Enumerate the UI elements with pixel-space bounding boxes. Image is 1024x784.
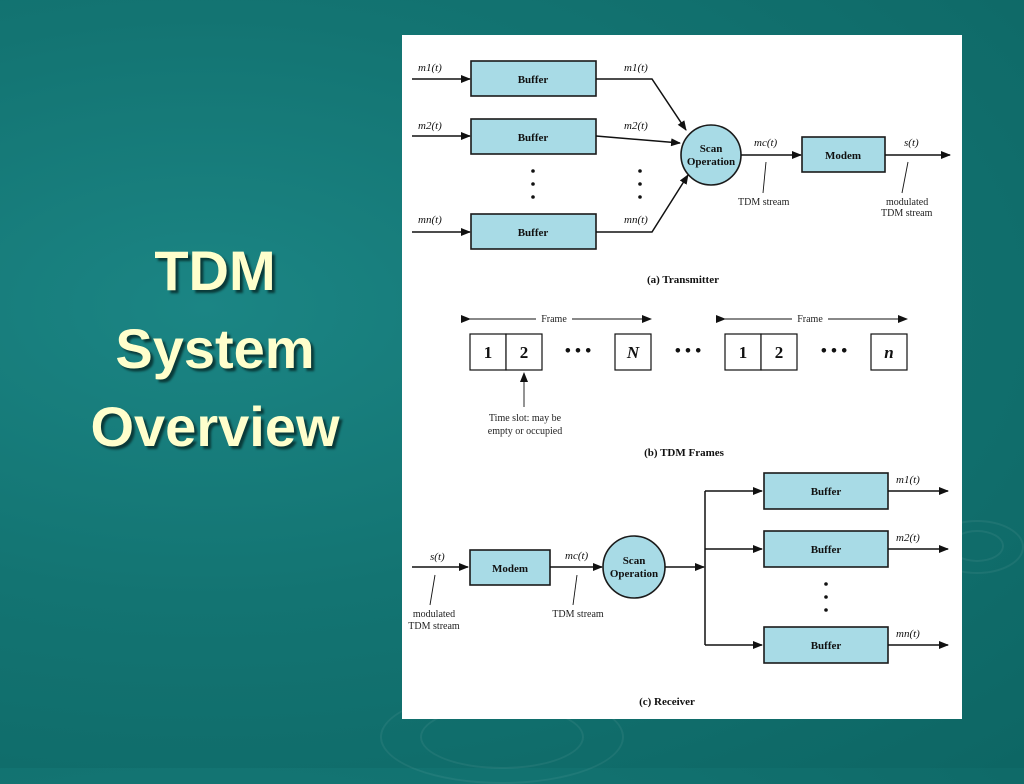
rx-buffer-label: Buffer [811, 544, 842, 556]
rx-tdm-stream-label: TDM stream [552, 609, 604, 620]
rx-scan-operation [602, 535, 666, 599]
tx-modem [801, 136, 886, 173]
ellipsis-dot [638, 195, 642, 199]
tx-scan-operation [680, 124, 742, 186]
transmitter-caption: (a) Transmitter [647, 274, 719, 286]
rx-output-mn-label: mn(t) [896, 628, 920, 640]
rx-modem [469, 549, 551, 586]
tx-buffer-label: Buffer [518, 227, 549, 239]
rx-output-m2-label: m2(t) [896, 532, 920, 544]
rx-scan-label: Scan [623, 555, 646, 567]
tx-buffer-to-scan [596, 78, 687, 131]
tdm-figure: m1(t) m2(t) mn(t) Buffer Buffer Buffer m… [402, 35, 962, 719]
tx-input-m1-label: m1(t) [418, 62, 442, 74]
frames-caption: (b) TDM Frames [644, 447, 725, 459]
rx-buffer-label: Buffer [811, 486, 842, 498]
rx-scan-label: Operation [610, 568, 658, 580]
frame2-slot-number: n [884, 343, 893, 362]
ellipsis-dot [638, 169, 642, 173]
ellipsis-dot [824, 595, 828, 599]
timeslot-note: Time slot: may be [489, 413, 562, 424]
tdm-diagram-svg: m1(t) m2(t) mn(t) Buffer Buffer Buffer m… [408, 60, 951, 708]
tx-buffer-n [470, 213, 597, 250]
ellipsis-dot [638, 182, 642, 186]
tx-scan-label: Operation [687, 156, 735, 168]
ellipsis-dot [531, 195, 535, 199]
rx-buffer-label: Buffer [811, 640, 842, 652]
receiver-section: s(t) modulated TDM stream Modem mc(t) TD… [408, 472, 949, 708]
rx-st-label: s(t) [430, 551, 445, 563]
tx-st-label: s(t) [904, 137, 919, 149]
title-line: Overview [90, 395, 340, 458]
tx-modulated-label: modulated [886, 197, 928, 208]
tx-output-m1-label: m1(t) [624, 62, 648, 74]
rx-buffer-1 [763, 472, 889, 510]
rx-modem-label: Modem [492, 563, 528, 575]
frame1-slot-number: N [626, 343, 640, 362]
tx-modulated-label: TDM stream [881, 208, 933, 219]
frame1-slot-number: 2 [520, 343, 529, 362]
frame1-slot [469, 333, 507, 371]
frame2-slot [760, 333, 798, 371]
tx-mc-label: mc(t) [754, 137, 778, 149]
frame2-slot-number: 1 [739, 343, 748, 362]
timeslot-note: empty or occupied [488, 426, 562, 437]
tx-buffer-1 [470, 60, 597, 97]
frame-label: Frame [797, 314, 823, 325]
rx-output-m1-label: m1(t) [896, 474, 920, 486]
tx-buffer-label: Buffer [518, 74, 549, 86]
frame2-slot [870, 333, 908, 371]
tx-buffer-2 [470, 118, 597, 155]
tx-buffer-to-scan [595, 135, 681, 147]
frame1-slot [505, 333, 543, 371]
tx-output-mn-label: mn(t) [624, 214, 648, 226]
frame2-slot [724, 333, 762, 371]
title-line: System [115, 317, 315, 380]
slot-ellipsis: • • • [675, 341, 701, 360]
ellipsis-dot [531, 182, 535, 186]
rx-modulated-label: TDM stream [408, 621, 460, 632]
tx-tdm-stream-label: TDM stream [738, 197, 790, 208]
frames-section: Frame Frame 1 2 • • • N • • • 1 2 • • • … [461, 314, 908, 459]
rx-mc-label: mc(t) [565, 550, 589, 562]
rx-buffer-2 [763, 530, 889, 568]
tx-scan-label: Scan [700, 143, 723, 155]
slide-title: TDM System Overview [40, 232, 390, 466]
rx-modulated-pointer [429, 574, 436, 606]
title-line: TDM [154, 239, 276, 302]
tx-input-mn-label: mn(t) [418, 214, 442, 226]
ellipsis-dot [824, 582, 828, 586]
ellipsis-dot [824, 608, 828, 612]
tx-modem-label: Modem [825, 150, 861, 162]
slot-ellipsis: • • • [565, 341, 591, 360]
frame2-slot-number: 2 [775, 343, 784, 362]
receiver-caption: (c) Receiver [639, 696, 695, 708]
ellipsis-dot [531, 169, 535, 173]
tx-input-m2-label: m2(t) [418, 120, 442, 132]
tx-output-m2-label: m2(t) [624, 120, 648, 132]
transmitter-section: m1(t) m2(t) mn(t) Buffer Buffer Buffer m… [412, 60, 951, 286]
frame1-slot [614, 333, 652, 371]
tx-modulated-pointer [901, 161, 909, 194]
tx-tdm-stream-pointer [762, 161, 767, 194]
rx-modulated-label: modulated [413, 609, 455, 620]
frame-label: Frame [541, 314, 567, 325]
tx-buffer-to-scan [596, 174, 689, 233]
frame1-slot-number: 1 [484, 343, 493, 362]
tx-buffer-label: Buffer [518, 132, 549, 144]
rx-tdm-stream-pointer [572, 574, 578, 606]
slot-ellipsis: • • • [821, 341, 847, 360]
